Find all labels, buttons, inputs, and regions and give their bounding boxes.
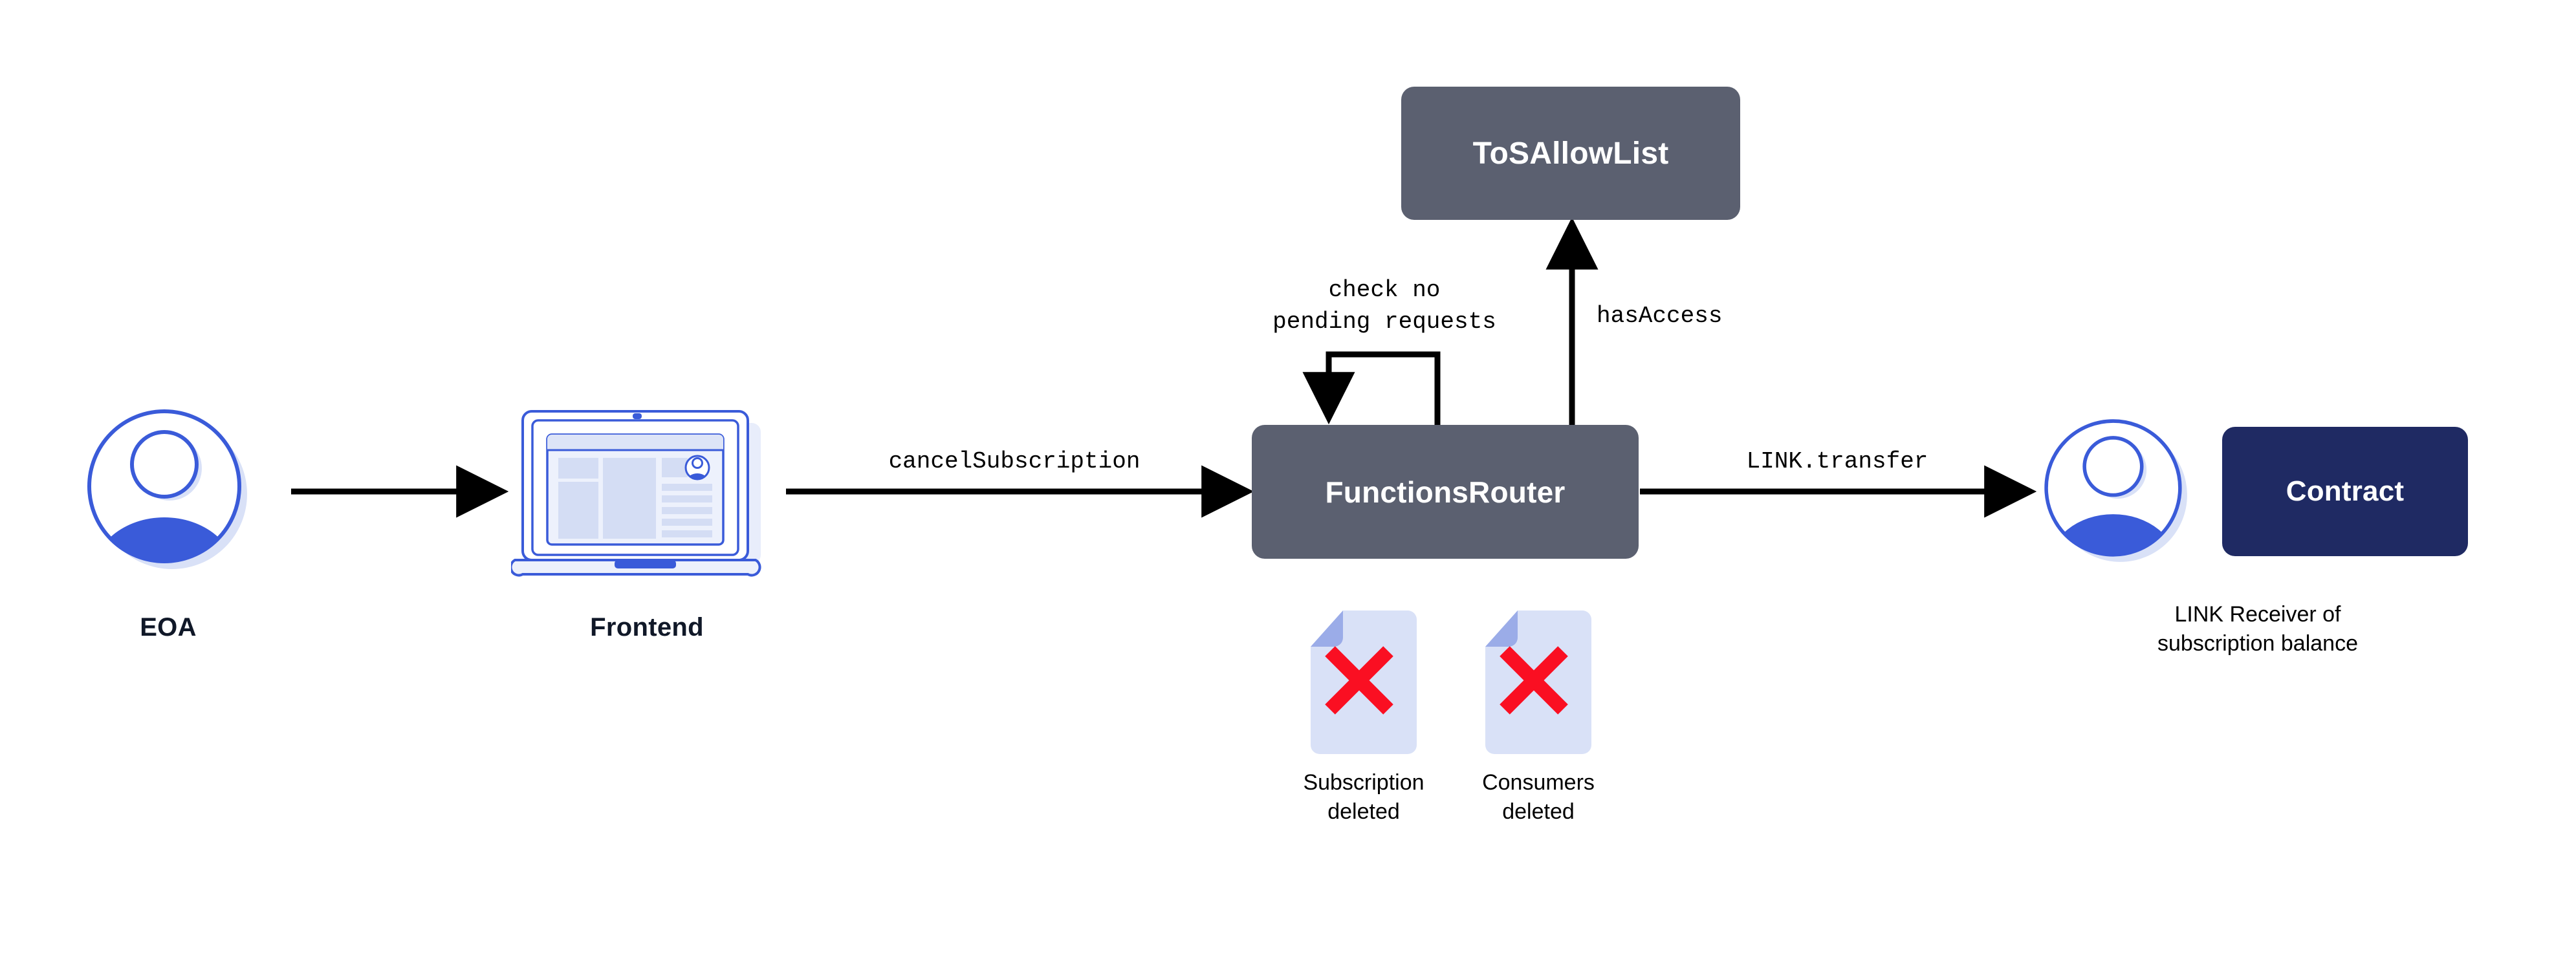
eoa-avatar-icon [87,409,247,569]
contract-label: Contract [2286,475,2405,507]
link-receiver-avatar-icon [2044,419,2187,562]
edge-label-link-transfer: LINK.transfer [1746,448,1928,475]
document-x-icon [1485,610,1591,754]
edge-label-has-access: hasAccess [1597,303,1723,329]
node-link-receiver[interactable] [2039,414,2194,569]
document-x-icon [1311,610,1417,754]
link-receiver-label: LINK Receiver of subscription balance [2157,602,2358,656]
node-contract[interactable]: Contract [2222,427,2468,556]
node-subscription-deleted[interactable] [1305,609,1422,755]
consumers-deleted-label: Consumers deleted [1482,770,1595,824]
functions-router-label: FunctionsRouter [1325,475,1566,509]
node-functions-router[interactable]: FunctionsRouter [1252,425,1639,559]
node-eoa[interactable] [84,406,252,574]
eoa-label: EOA [140,613,197,642]
node-tos-allow-list[interactable]: ToSAllowList [1401,87,1740,220]
laptop-icon [509,410,761,577]
edge-label-check-no-pending-requests: check no pending requests [1272,277,1496,335]
subscription-deleted-label: Subscription deleted [1303,770,1424,824]
tos-allow-list-label: ToSAllowList [1472,136,1669,171]
edge-label-cancel-subscription: cancelSubscription [888,448,1141,475]
edge-router-self-loop [1302,351,1441,425]
node-consumers-deleted[interactable] [1480,609,1597,755]
node-frontend[interactable] [509,406,783,578]
frontend-label: Frontend [590,613,704,642]
